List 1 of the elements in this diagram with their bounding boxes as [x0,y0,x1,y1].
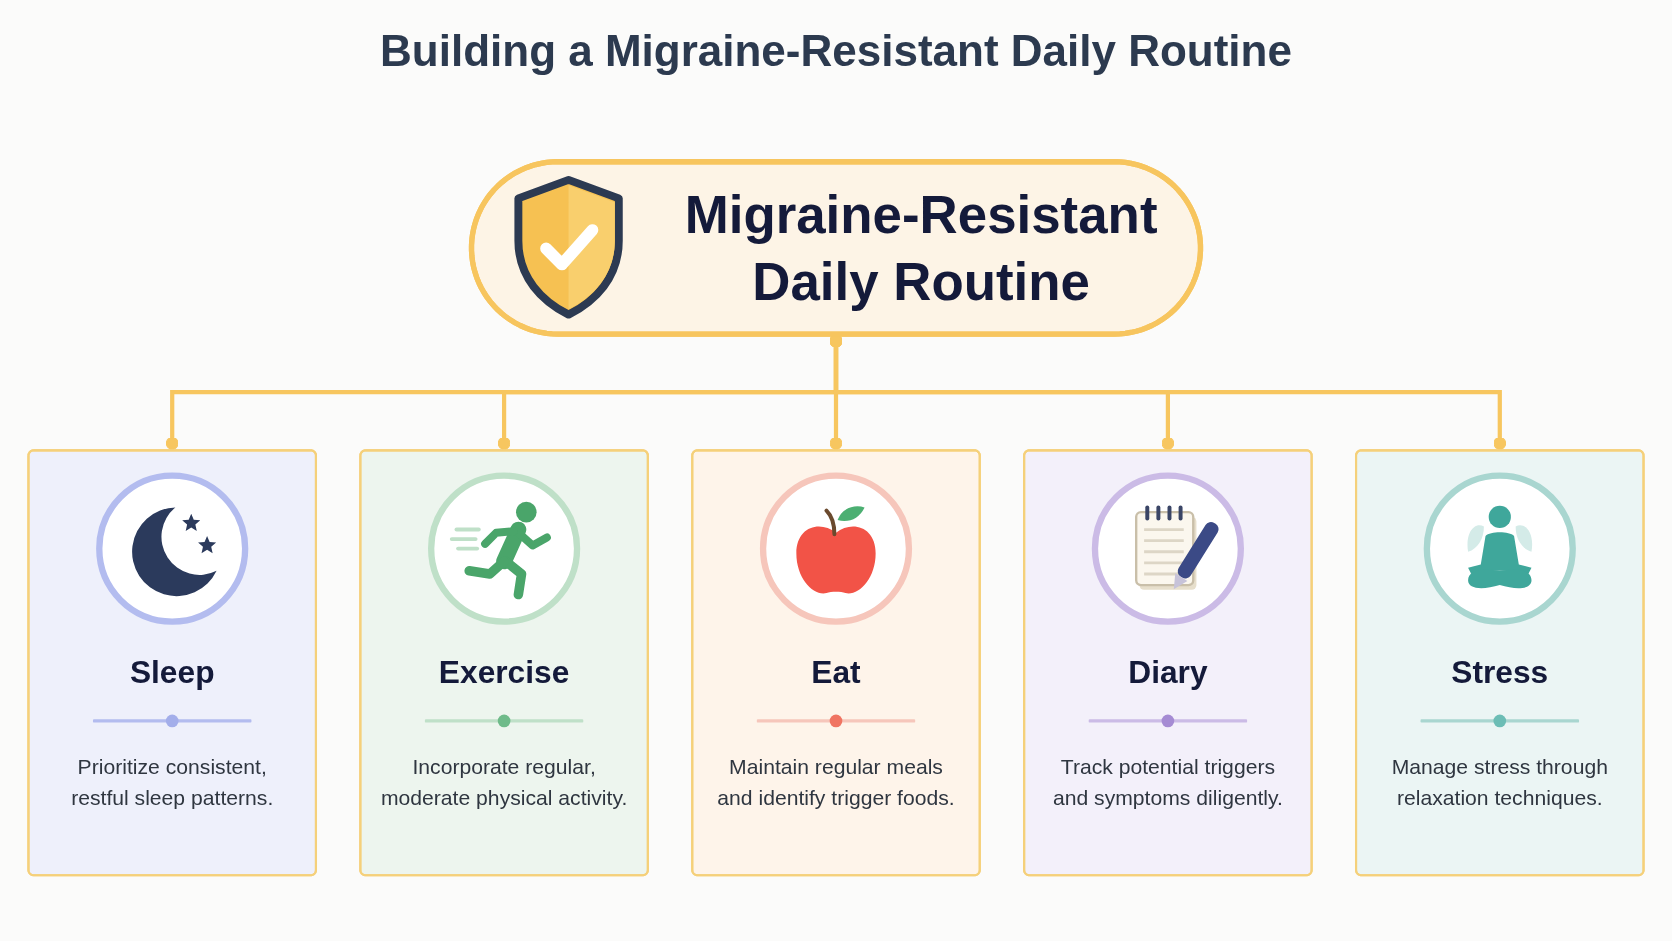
title: Building a Migraine-Resistant Daily Routine [379,26,1293,76]
